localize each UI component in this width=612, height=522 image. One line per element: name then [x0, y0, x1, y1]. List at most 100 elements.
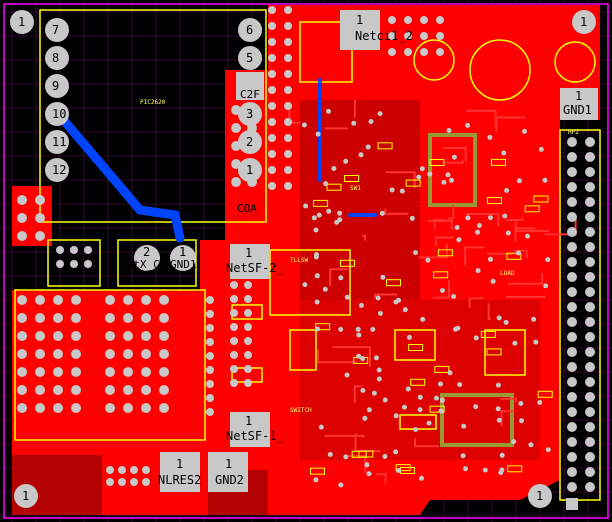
header-pin[interactable]	[585, 167, 595, 177]
header-pin[interactable]	[585, 227, 595, 237]
header-pin[interactable]	[585, 257, 595, 267]
via-pad	[123, 403, 133, 413]
header-pin-1[interactable]	[566, 498, 578, 510]
via-pad	[230, 351, 238, 359]
pin-pad[interactable]	[238, 102, 262, 126]
header-pin[interactable]	[567, 257, 577, 267]
pin-pad[interactable]	[238, 46, 262, 70]
via	[425, 257, 431, 263]
header-pin[interactable]	[585, 152, 595, 162]
header-pin[interactable]	[567, 152, 577, 162]
header-pin[interactable]	[567, 422, 577, 432]
via-pad	[230, 281, 238, 289]
via	[451, 154, 457, 160]
header-pin[interactable]	[585, 182, 595, 192]
labeled-pads[interactable]: 1 Netci1_2 1 GND1 1 NetSF-2_ 1 NetSF-1_ …	[120, 10, 598, 492]
header-pin[interactable]	[585, 482, 595, 492]
header-pin[interactable]	[585, 137, 595, 147]
header-pin[interactable]	[567, 347, 577, 357]
header-pin[interactable]	[567, 452, 577, 462]
via	[447, 370, 453, 376]
header-pin[interactable]	[567, 197, 577, 207]
pin-pad[interactable]	[238, 158, 262, 182]
header-pin[interactable]	[567, 482, 577, 492]
via-pad	[230, 379, 238, 387]
header-pin[interactable]	[585, 422, 595, 432]
header-pin[interactable]	[567, 272, 577, 282]
silk-footprint	[506, 252, 522, 260]
header-pin[interactable]	[585, 317, 595, 327]
via	[396, 468, 401, 473]
header-pin[interactable]	[567, 212, 577, 222]
header-pin[interactable]	[567, 362, 577, 372]
via	[374, 355, 379, 361]
header-pin[interactable]	[585, 347, 595, 357]
header-pin[interactable]	[585, 272, 595, 282]
header-pin[interactable]	[567, 407, 577, 417]
header-pin[interactable]	[585, 332, 595, 342]
via	[516, 250, 521, 256]
via	[331, 166, 337, 171]
silk-footprint	[480, 330, 496, 338]
header-pin[interactable]	[585, 377, 595, 387]
header-pin[interactable]	[585, 467, 595, 477]
pin-pad[interactable]	[238, 130, 262, 154]
header-pin[interactable]	[567, 392, 577, 402]
header-pin[interactable]	[567, 467, 577, 477]
header-pin[interactable]	[585, 392, 595, 402]
via	[501, 150, 507, 156]
via-pad	[141, 367, 151, 377]
via-pad	[244, 281, 252, 289]
via-pad	[231, 159, 241, 169]
netsf2-num: 1	[245, 246, 252, 260]
coa-label: COA	[237, 202, 257, 215]
via	[303, 203, 309, 209]
header-pin[interactable]	[585, 212, 595, 222]
header-pin[interactable]	[585, 242, 595, 252]
netsf1-num: 1	[245, 414, 252, 428]
pin-pad[interactable]	[45, 74, 69, 98]
header-pin[interactable]	[567, 227, 577, 237]
header-pin[interactable]	[585, 407, 595, 417]
via	[360, 388, 366, 393]
via	[355, 326, 361, 332]
via	[441, 179, 447, 185]
via-pad	[106, 466, 114, 474]
header-pin[interactable]	[567, 332, 577, 342]
header-pin[interactable]	[585, 287, 595, 297]
via-pad	[244, 379, 252, 387]
via	[313, 477, 319, 483]
pin-number: 12	[52, 163, 66, 177]
pin-pad[interactable]	[45, 46, 69, 70]
header-pin[interactable]	[567, 377, 577, 387]
pin-pad[interactable]	[45, 158, 69, 182]
header-pin[interactable]	[567, 317, 577, 327]
connector-right[interactable]	[566, 137, 595, 510]
via	[522, 128, 527, 134]
header-pin[interactable]	[567, 302, 577, 312]
header-pin[interactable]	[585, 197, 595, 207]
via-pad	[159, 331, 169, 341]
header-pin[interactable]	[567, 287, 577, 297]
via-pad	[284, 134, 292, 142]
header-pin[interactable]	[567, 182, 577, 192]
pin-pad[interactable]	[238, 18, 262, 42]
pin-pad[interactable]	[45, 102, 69, 126]
header-pin[interactable]	[567, 137, 577, 147]
via-pad	[35, 331, 45, 341]
via-pad	[105, 295, 115, 305]
via-pad	[35, 367, 45, 377]
pin-pad[interactable]	[45, 130, 69, 154]
header-pin[interactable]	[567, 242, 577, 252]
header-pin[interactable]	[585, 362, 595, 372]
header-pin[interactable]	[585, 437, 595, 447]
header-pin[interactable]	[585, 452, 595, 462]
header-pin[interactable]	[585, 302, 595, 312]
pin-pad[interactable]	[45, 18, 69, 42]
via-pad	[284, 166, 292, 174]
header-pin[interactable]	[567, 167, 577, 177]
via	[402, 307, 408, 313]
header-pin[interactable]	[567, 437, 577, 447]
